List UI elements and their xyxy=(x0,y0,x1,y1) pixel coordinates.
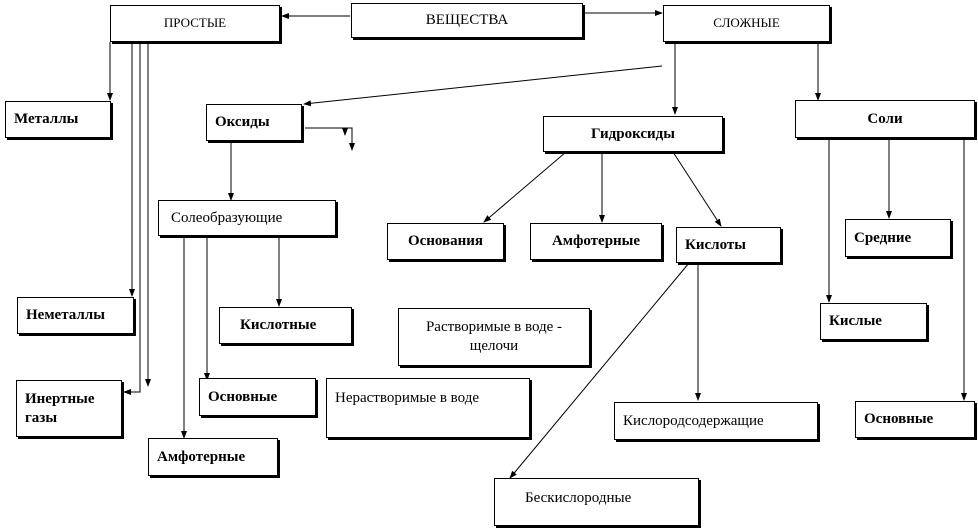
node-salts: Соли xyxy=(795,100,975,138)
node-basic-salts: Основные xyxy=(855,401,975,438)
node-simple: ПРОСТЫЕ xyxy=(110,5,280,42)
node-substances: ВЕЩЕСТВА xyxy=(351,3,583,38)
node-inert-gases: Инертные газы xyxy=(16,380,122,437)
arrow-oxides-extra xyxy=(305,127,348,136)
node-oxides: Оксиды xyxy=(206,104,302,141)
node-basic-oxides: Основные xyxy=(199,378,316,416)
node-oxygen-acids: Кислородсодержащие xyxy=(614,402,818,440)
node-complex: СЛОЖНЫЕ xyxy=(663,5,830,42)
node-amphoteric-oxides: Амфотерные xyxy=(148,438,278,476)
node-hydroxides: Гидроксиды xyxy=(543,116,723,152)
node-nonmetals: Неметаллы xyxy=(17,297,134,334)
node-acidic-oxides: Кислотные xyxy=(219,307,352,344)
node-soluble-alkalis: Растворимые в воде - щелочи xyxy=(398,308,590,366)
node-middle-salts: Средние xyxy=(845,219,951,257)
node-amphoteric-hydroxides: Амфотерные xyxy=(530,223,662,260)
node-acid-salts: Кислые xyxy=(820,303,927,340)
arrow-simple-inert xyxy=(123,42,141,395)
arrow-complex-oxides xyxy=(303,65,663,107)
arrow-hydroxides-acids xyxy=(672,151,722,227)
node-metals: Металлы xyxy=(5,101,111,138)
node-bases: Основания xyxy=(387,223,504,260)
node-salt-forming: Солеобразующие xyxy=(158,200,336,236)
node-oxygen-free-acids: Бескислородные xyxy=(494,478,699,526)
arrow-hydroxides-bases xyxy=(483,151,567,223)
node-acids: Кислоты xyxy=(676,227,781,263)
node-insoluble: Нерастворимые в воде xyxy=(326,378,530,438)
arrow-oxides-extra-2 xyxy=(340,127,355,151)
arrow-acids-oxygenfree xyxy=(509,262,690,479)
